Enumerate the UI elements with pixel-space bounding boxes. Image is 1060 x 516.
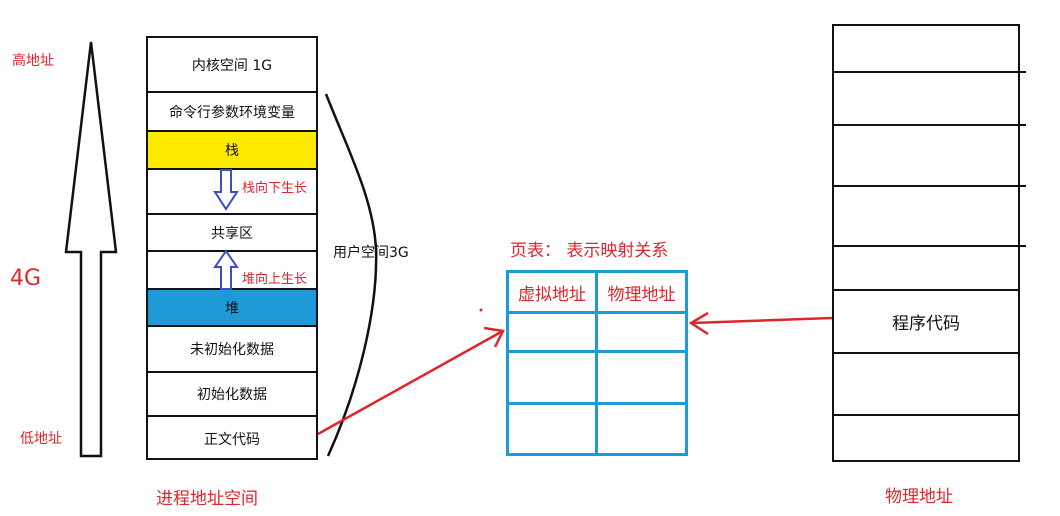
physical-block-divider <box>832 71 1026 73</box>
high-address-label: 高地址 <box>12 53 54 69</box>
process-address-space: 内核空间 1G 命令行参数环境变量 栈 共享区 堆 未初始化数据 初始化数据 正… <box>146 36 318 460</box>
page-table: 虚拟地址 物理地址 <box>506 270 688 456</box>
page-table-row-divider <box>509 311 685 314</box>
user-space-label: 用户空间3G <box>333 245 409 261</box>
physical-block-divider <box>832 245 1026 247</box>
bss-segment: 未初始化数据 <box>148 327 316 373</box>
total-size-label: 4G <box>10 266 42 291</box>
page-table-col-divider <box>595 273 598 453</box>
process-address-space-title: 进程地址空间 <box>156 489 258 509</box>
low-address-label: 低地址 <box>20 431 62 447</box>
page-table-header-virtual: 虚拟地址 <box>518 284 586 305</box>
program-code-block: 程序代码 <box>892 314 960 334</box>
physical-block-divider <box>832 289 1020 291</box>
physical-to-table-arrow <box>691 316 833 325</box>
stack-down-arrow <box>213 169 239 211</box>
physical-address-title: 物理地址 <box>885 487 953 507</box>
page-table-header-physical: 物理地址 <box>607 284 676 305</box>
text-segment: 正文代码 <box>204 431 260 448</box>
physical-memory: 程序代码 <box>832 24 1026 462</box>
kernel-space-segment: 内核空间 1G <box>148 38 316 93</box>
physical-block-divider <box>832 124 1026 126</box>
shared-region-segment: 共享区 <box>148 215 316 252</box>
stack-gap-segment <box>148 170 316 215</box>
address-up-arrow <box>64 41 118 458</box>
code-to-virtual-arrowhead <box>483 326 505 348</box>
physical-block-divider <box>832 414 1020 416</box>
cmdline-env-segment: 命令行参数环境变量 <box>148 93 316 132</box>
heap-segment: 堆 <box>148 290 316 327</box>
code-to-virtual-arrow <box>317 330 502 436</box>
page-table-row-divider <box>509 350 685 353</box>
heap-growth-label: 堆向上生长 <box>242 272 308 287</box>
page-table-title: 页表： 表示映射关系 <box>510 241 669 261</box>
stack-growth-label: 栈向下生长 <box>242 181 308 196</box>
stray-dot <box>479 308 483 312</box>
data-segment: 初始化数据 <box>148 373 316 417</box>
physical-to-table-arrowhead <box>688 311 709 336</box>
page-table-row-divider <box>509 402 685 405</box>
user-space-brace <box>324 93 378 457</box>
heap-up-arrow <box>213 249 239 290</box>
stack-segment: 栈 <box>148 132 316 170</box>
physical-block-divider <box>832 185 1026 187</box>
physical-block-divider <box>832 352 1020 354</box>
